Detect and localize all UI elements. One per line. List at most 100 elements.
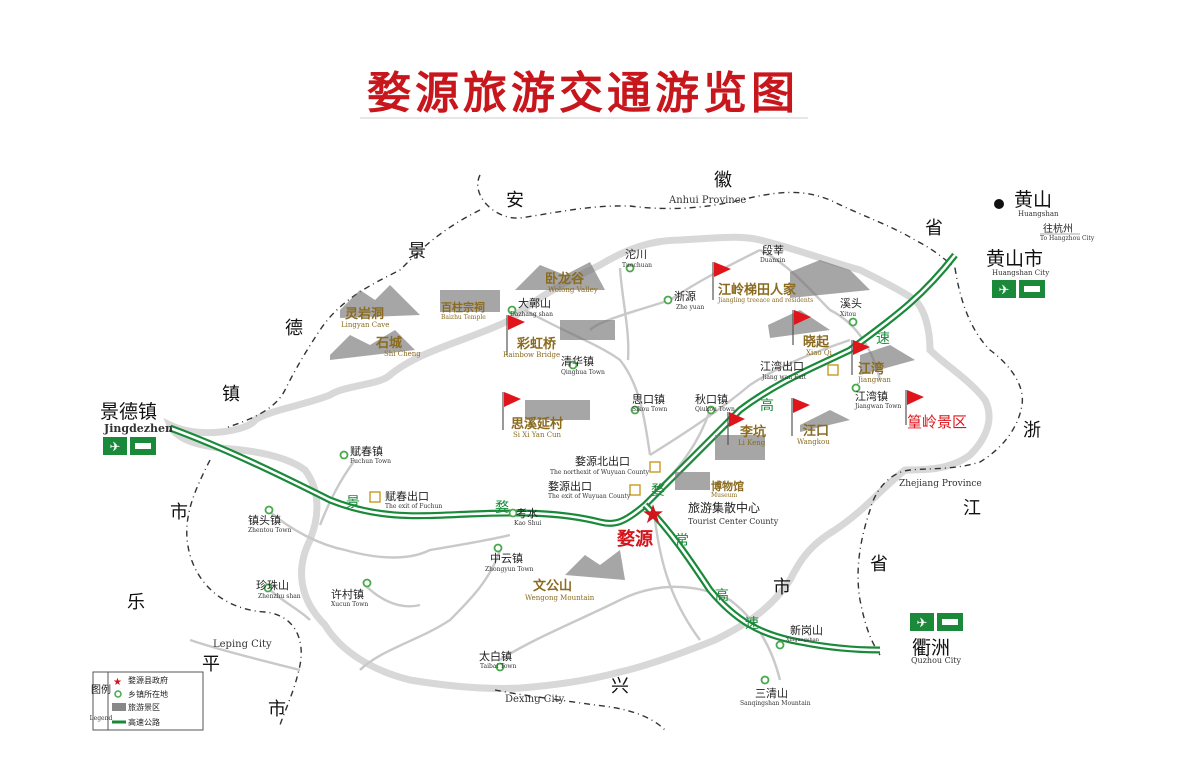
legend: 图例 Legend ★ 婺源县政府 乡镇所在地 旅游景区 高速公路 bbox=[90, 671, 204, 731]
huangshan-city-en: Huangshan City bbox=[992, 269, 1049, 277]
highway-char-gao: 高 bbox=[760, 397, 774, 414]
town-label-sanqing: 三清山 bbox=[755, 687, 788, 700]
huangshan-city-label: 黄山市 bbox=[986, 248, 1043, 270]
dexing-city-en: Dexing City bbox=[505, 694, 565, 705]
spot-label-jiangling: 江岭梯田人家 bbox=[718, 282, 797, 298]
highway-char-su2: 速 bbox=[745, 616, 759, 632]
town-dot-zhenzhu bbox=[263, 583, 273, 593]
legend-title-en: Legend bbox=[90, 715, 113, 722]
jdz-char-3: 镇 bbox=[222, 384, 240, 405]
town-label-qinghua: 清华镇 bbox=[561, 354, 594, 368]
legend-title: 图例 bbox=[91, 683, 111, 696]
town-dot-xitou bbox=[848, 317, 858, 327]
spot-label-museum: 博物馆 bbox=[711, 479, 744, 493]
quzhou-label: 衢洲 bbox=[912, 637, 950, 659]
local-roads bbox=[189, 248, 882, 681]
town-dot-dazhangshan bbox=[507, 305, 517, 315]
huangshan-en: Huangshan bbox=[1018, 210, 1059, 218]
sketch-baizhu bbox=[440, 290, 500, 312]
town-dot-sikou bbox=[630, 405, 640, 415]
leping-char-3: 市 bbox=[268, 699, 286, 720]
town-en-sanqing: Sanqingshan Mountain bbox=[740, 700, 811, 707]
spot-label-caihong: 彩虹桥 bbox=[516, 336, 557, 352]
highway-char-wu2: 婺 bbox=[651, 483, 665, 499]
anhui-char-2: 徽 bbox=[714, 170, 732, 191]
legend-spot-icon bbox=[112, 703, 126, 711]
spot-label-wengong: 文公山 bbox=[533, 578, 572, 594]
sketch-wengong bbox=[565, 550, 625, 580]
flag-jiangwan bbox=[851, 340, 870, 375]
county-government-star: ★ bbox=[641, 500, 664, 530]
anhui-province-en: Anhui Province bbox=[668, 195, 746, 206]
spot-en-jiangling: Jiangling treeace and residents bbox=[717, 297, 813, 304]
jingdezhen-en: Jingdezhen bbox=[103, 422, 173, 435]
jdz-char-4: 市 bbox=[170, 502, 188, 523]
spot-en-lingyan: Lingyan Cave bbox=[341, 321, 389, 329]
town-label-northexit: 婺源北出口 bbox=[575, 454, 630, 468]
spot-en-wengong: Wengong Mountain bbox=[525, 594, 595, 602]
sketch-sixi bbox=[525, 400, 590, 420]
scenic-flags bbox=[502, 262, 924, 445]
tourist-center-en: Tourist Center County bbox=[688, 517, 779, 526]
exit-markers bbox=[369, 364, 839, 503]
town-label-zheyuan: 浙源 bbox=[674, 289, 696, 303]
legend-star-icon: ★ bbox=[113, 677, 122, 688]
flag-caihong bbox=[506, 315, 525, 355]
highway-char-su: 速 bbox=[876, 331, 890, 347]
quzhou-airport-icon: ✈ bbox=[910, 613, 934, 631]
town-labels: 沱川 Tuochuan 浙源 Zhe yuan 大鄣山 Dazhang shan… bbox=[248, 243, 901, 707]
jingdezhen-label: 景德镇 bbox=[100, 401, 157, 423]
town-label-fuchun: 赋春镇 bbox=[350, 444, 383, 458]
zhejiang-char-2: 江 bbox=[963, 498, 981, 519]
town-label-jiangwanexit: 江湾出口 bbox=[760, 359, 804, 373]
town-label-xingangshan: 新岗山 bbox=[790, 623, 823, 637]
huangshan-point bbox=[994, 199, 1004, 209]
town-en-jiangwanexit: Jiang wan Exit bbox=[761, 374, 807, 381]
town-dot-xucun bbox=[362, 578, 372, 588]
town-dot-qiukou bbox=[706, 405, 716, 415]
flag-jiangling bbox=[712, 262, 731, 300]
leping-boundary bbox=[186, 459, 302, 726]
jingdezhen-airport-icon: ✈ bbox=[103, 437, 127, 455]
zhejiang-char-3: 省 bbox=[870, 554, 888, 575]
town-dot-xingangshan bbox=[775, 640, 785, 650]
spot-label-baizhu: 百柱宗祠 bbox=[441, 300, 485, 314]
spot-en-museum: Museum bbox=[711, 492, 738, 499]
town-dot-kaoshui bbox=[508, 508, 518, 518]
town-label-sikou: 思口镇 bbox=[632, 392, 665, 406]
exit-icon-fuchun bbox=[369, 491, 381, 503]
flag-wangkou bbox=[791, 398, 810, 436]
town-label-dazhangshan: 大鄣山 bbox=[518, 296, 551, 310]
spot-label-jiangwan: 江湾 bbox=[858, 361, 884, 377]
sketch-caihong bbox=[560, 320, 615, 340]
legend-item-highway: 高速公路 bbox=[128, 717, 160, 727]
spot-label-wangkou: 汪口 bbox=[803, 423, 829, 439]
town-en-fuchunexit: The exit of Fuchun bbox=[385, 503, 442, 510]
town-label-jiangwantown: 江湾镇 bbox=[855, 389, 888, 403]
town-en-zhenzhu: Zhenzhu shan bbox=[258, 593, 301, 600]
zhejiang-char-1: 浙 bbox=[1023, 420, 1041, 441]
highway-char-gao2: 高 bbox=[715, 587, 729, 604]
dexing-char-2: 市 bbox=[773, 577, 791, 598]
zhejiang-province-en: Zhejiang Province bbox=[899, 479, 982, 489]
svg-text:✈: ✈ bbox=[110, 440, 121, 455]
town-label-zhenzhu: 珍珠山 bbox=[256, 578, 289, 592]
dexing-boundary bbox=[494, 689, 666, 731]
sketch-wangkou bbox=[800, 410, 850, 432]
town-label-duanxin: 段莘 bbox=[762, 243, 784, 257]
town-dot-zhentou bbox=[264, 505, 274, 515]
map-title: 婺源旅游交通游览图 bbox=[367, 68, 799, 119]
sketch-xiaoqi bbox=[768, 310, 830, 338]
jdz-char-1: 景 bbox=[408, 241, 426, 262]
town-en-zhongyun: Zhongyun Town bbox=[485, 566, 534, 573]
town-dot-zhongyun bbox=[493, 543, 503, 553]
spot-en-baizhu: Baizhu Temple bbox=[441, 314, 486, 321]
huangshan-train-icon bbox=[1019, 280, 1045, 298]
town-label-zhentou: 镇头镇 bbox=[248, 513, 281, 527]
sketch-likeng bbox=[715, 435, 765, 460]
town-dot-sanqing bbox=[760, 675, 770, 685]
zhejiang-boundary bbox=[857, 267, 1024, 656]
sketch-wolong bbox=[515, 262, 605, 290]
town-label-xucun: 许村镇 bbox=[331, 587, 364, 601]
flag-sixi bbox=[502, 392, 521, 430]
